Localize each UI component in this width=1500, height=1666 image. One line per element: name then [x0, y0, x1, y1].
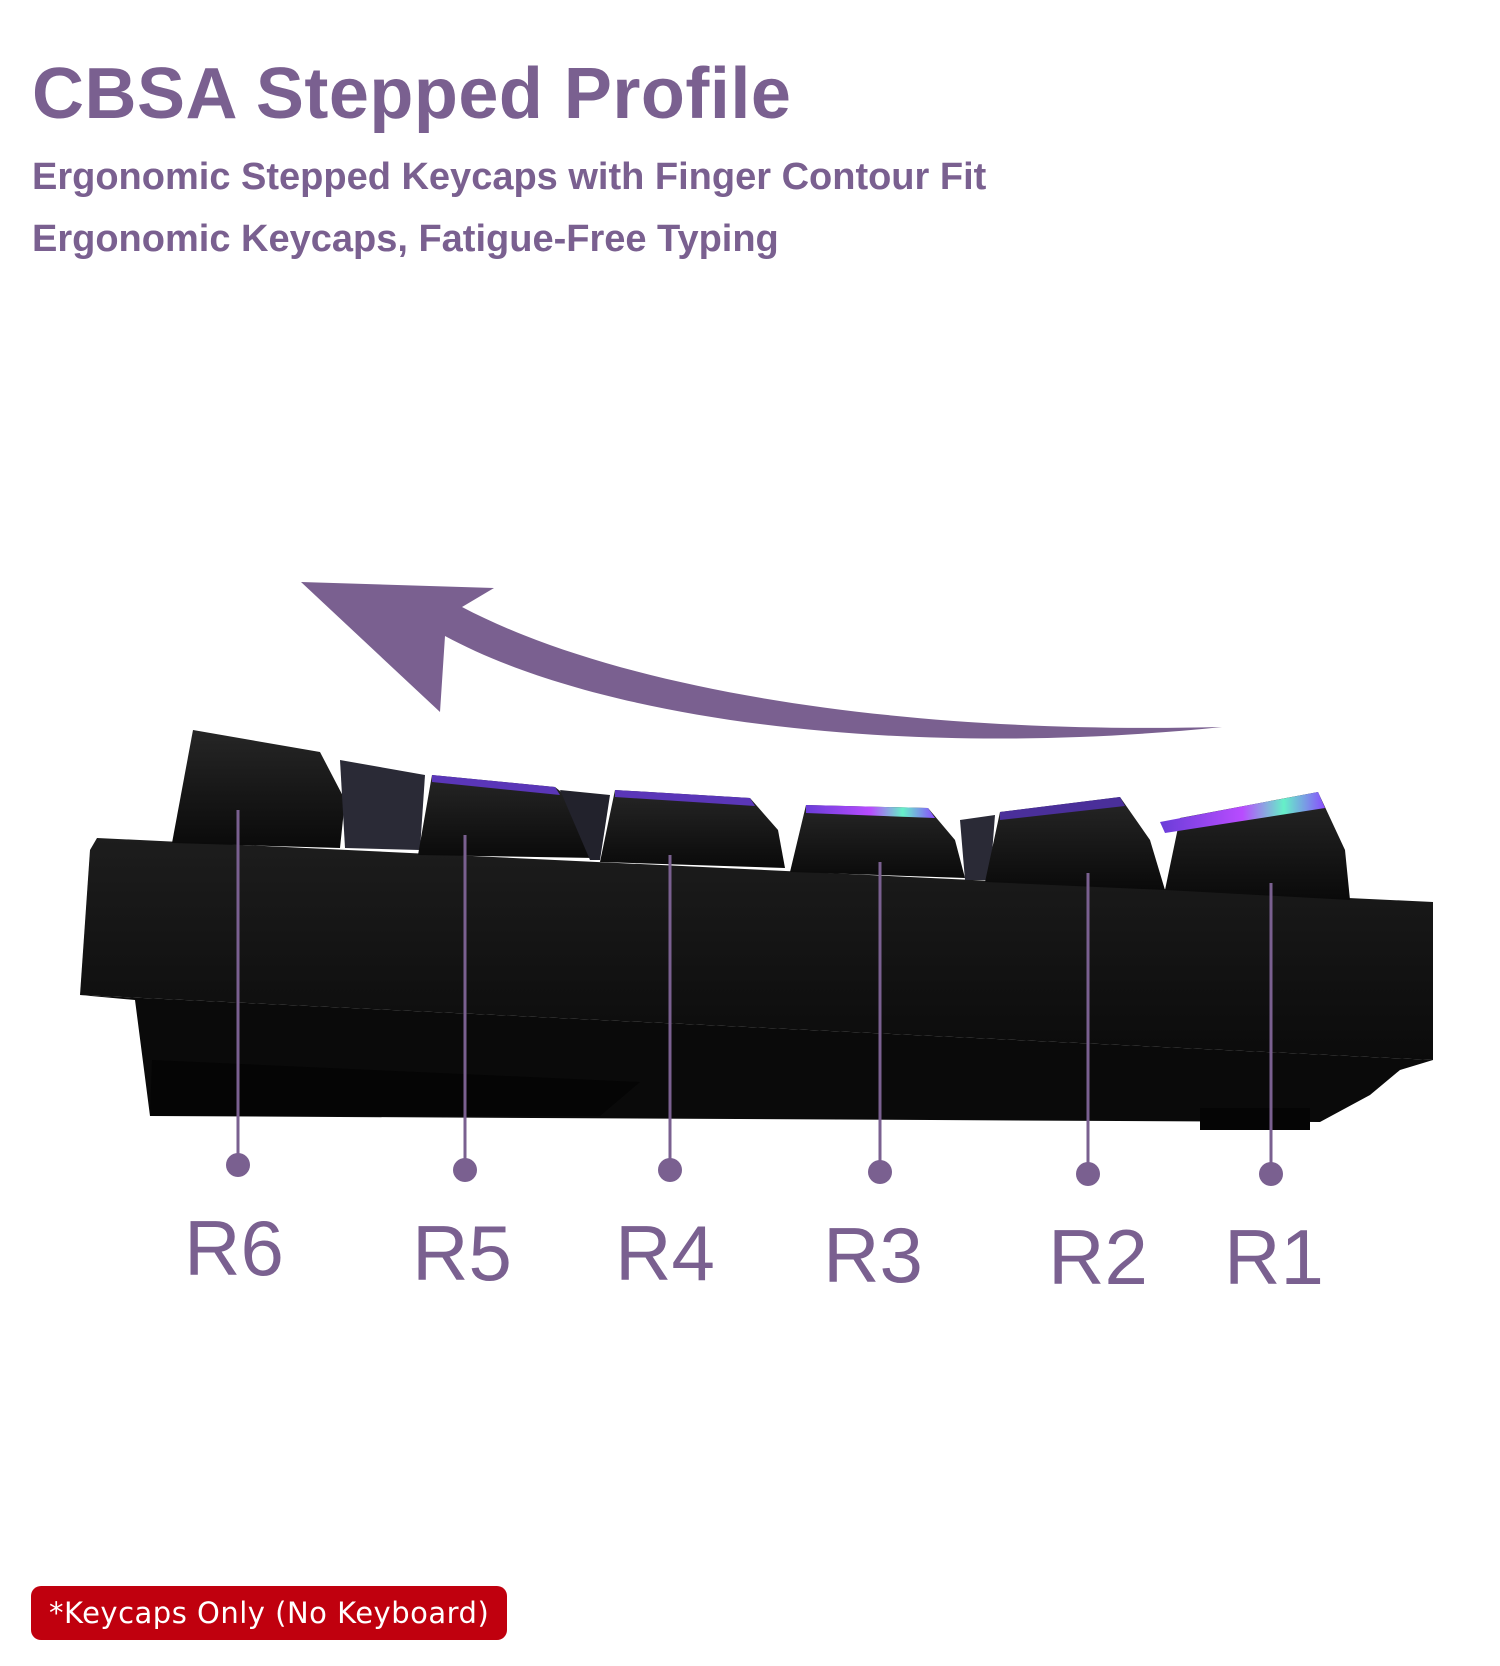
- row-indicator-r1: R1: [1224, 883, 1324, 1301]
- row-label-r6: R6: [184, 1204, 284, 1292]
- keycaps: [172, 730, 1350, 900]
- keycaps-only-notice: *Keycaps Only (No Keyboard): [31, 1586, 508, 1640]
- page-subtitle-1: Ergonomic Stepped Keycaps with Finger Co…: [32, 156, 987, 198]
- row-label-r4: R4: [615, 1209, 715, 1297]
- row-indicators: R6 R5 R4 R3 R2: [184, 810, 1324, 1301]
- row-label-r2: R2: [1048, 1213, 1148, 1301]
- row-label-r5: R5: [412, 1209, 512, 1297]
- row-label-r1: R1: [1224, 1213, 1324, 1301]
- row-label-r3: R3: [823, 1211, 923, 1299]
- row-indicator-r4: R4: [615, 855, 715, 1297]
- page-subtitle-2: Ergonomic Keycaps, Fatigue-Free Typing: [32, 218, 779, 260]
- row-indicator-r2: R2: [1048, 873, 1148, 1301]
- notice-text: *Keycaps Only (No Keyboard): [49, 1596, 490, 1630]
- row-indicator-r5: R5: [412, 835, 512, 1297]
- row-indicator-r3: R3: [823, 862, 923, 1299]
- keyboard-case: [80, 838, 1433, 1130]
- row-indicator-r6: R6: [184, 810, 284, 1292]
- curved-arrow-icon: [301, 582, 1222, 739]
- page-title: CBSA Stepped Profile: [32, 54, 792, 134]
